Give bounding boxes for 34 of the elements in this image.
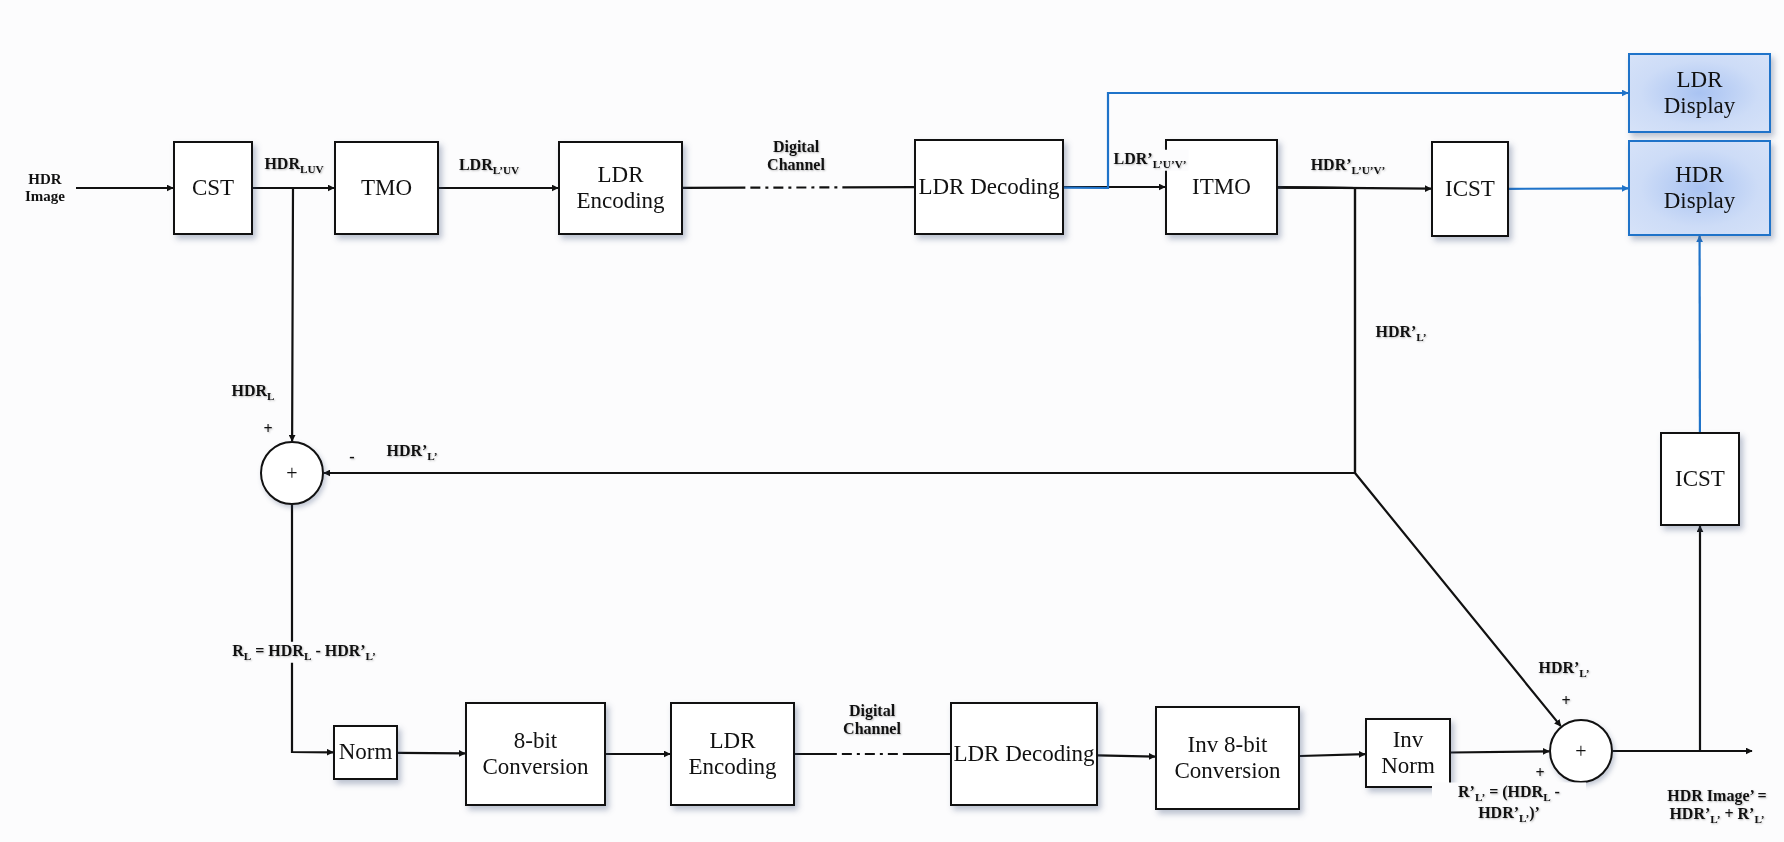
process-box: 8-bit Conversion (465, 702, 606, 806)
process-box: Inv 8-bit Conversion (1155, 706, 1300, 810)
process-box: ICST (1431, 141, 1509, 237)
arrow (76, 184, 174, 192)
arrow (1064, 183, 1166, 191)
display-box: LDR Display (1628, 53, 1771, 133)
arrow (1098, 752, 1156, 760)
summing-junction: + (260, 441, 324, 505)
process-box: CST (173, 141, 253, 235)
process-box: Norm (333, 725, 398, 780)
arrow (1064, 89, 1629, 190)
process-box: LDR Encoding (558, 141, 683, 235)
display-box: HDR Display (1628, 140, 1771, 236)
arrow (439, 184, 559, 192)
input-label: HDR Image (14, 166, 76, 210)
process-box: ICST (1660, 432, 1740, 526)
arrow (606, 750, 671, 758)
process-box: LDR Decoding (950, 702, 1098, 806)
process-box: TMO (334, 141, 439, 235)
arrow (1278, 186, 1562, 727)
arrow (253, 186, 296, 442)
arrow (1613, 747, 1753, 755)
arrow (1299, 750, 1366, 758)
arrow (1451, 747, 1550, 755)
edge-label: R$_{L}$ = HDR$_{L}$ - HDR’$_{L’}$ (230, 641, 378, 663)
process-box: Inv Norm (1365, 718, 1451, 788)
summing-junction: + (1549, 719, 1613, 783)
edge-label: LDR’$_{L’U’V’}$ (1111, 149, 1189, 171)
arrow (290, 505, 334, 756)
process-box: LDR Encoding (670, 702, 795, 806)
arrow (398, 749, 466, 757)
arrow (1509, 184, 1629, 192)
process-box: LDR Decoding (914, 139, 1064, 235)
arrow (1696, 235, 1704, 432)
